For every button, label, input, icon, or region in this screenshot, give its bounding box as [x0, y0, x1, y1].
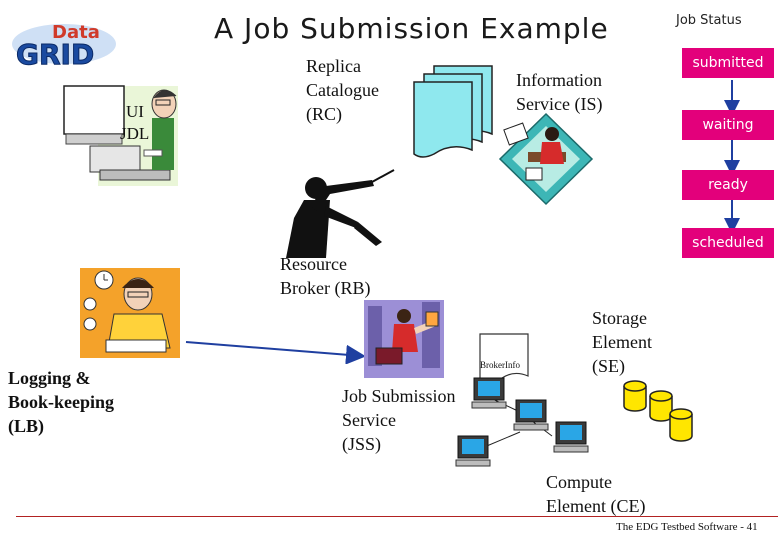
ce-computers-icon — [452, 376, 614, 480]
status-waiting: waiting — [682, 110, 774, 140]
footer-text: The EDG Testbed Software - 41 — [616, 521, 758, 533]
rc-label-line1: Replica — [306, 56, 361, 76]
job-status-title: Job Status — [676, 13, 742, 28]
lb-label-line1: Logging & — [8, 368, 91, 388]
is-label-line1: Information — [516, 70, 602, 90]
lb-label-line2: Book-keeping — [8, 392, 115, 412]
ui-label-line2: JDL — [120, 124, 150, 143]
rc-label-line2: Catalogue — [306, 80, 379, 100]
logo-grid-text: GRID — [16, 38, 94, 70]
job-status-arrows — [724, 80, 740, 234]
lb-label-line3: (LB) — [8, 416, 44, 436]
ce-label-line1: Compute — [546, 472, 612, 492]
jss-runner-illustration — [364, 300, 444, 378]
datagrid-logo: Data GRID — [8, 14, 120, 72]
page-title: A Job Submission Example — [214, 12, 609, 45]
ui-user-illustration — [60, 76, 180, 188]
jss-label-line1: Job Submission — [342, 386, 456, 406]
is-illustration — [498, 112, 594, 206]
rb-label-line2: Broker (RB) — [280, 278, 371, 298]
footer-rule — [16, 516, 778, 517]
logo-data-text: Data — [52, 22, 100, 43]
rb-conductor-illustration — [286, 166, 400, 258]
se-label-line1: Storage — [592, 308, 647, 328]
status-ready: ready — [682, 170, 774, 200]
se-disks-icon — [618, 374, 694, 450]
jss-label-line3: (JSS) — [342, 434, 382, 454]
jss-to-lb-arrow — [185, 341, 366, 364]
se-label-line3: (SE) — [592, 356, 625, 376]
broker-info-label: BrokerInfo — [480, 360, 520, 370]
ui-label-line1: UI — [126, 102, 144, 121]
status-submitted: submitted — [682, 48, 774, 78]
rc-documents-icon — [400, 62, 496, 162]
ce-label-line2: Element (CE) — [546, 496, 646, 516]
rb-label-line1: Resource — [280, 254, 347, 274]
rc-label-line3: (RC) — [306, 104, 342, 124]
lb-illustration — [80, 268, 180, 358]
is-label-line2: Service (IS) — [516, 94, 603, 114]
se-label-line2: Element — [592, 332, 652, 352]
status-scheduled: scheduled — [682, 228, 774, 258]
jss-label-line2: Service — [342, 410, 396, 430]
